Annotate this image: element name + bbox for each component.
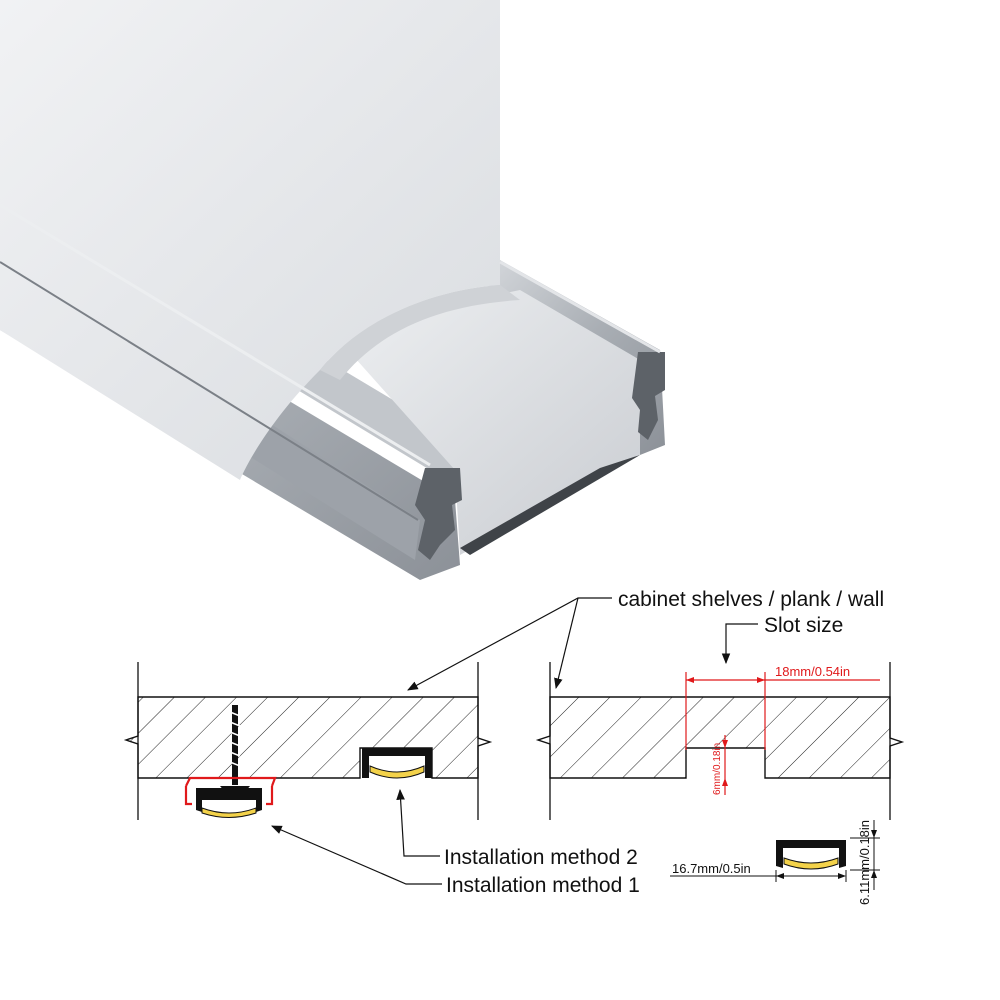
slot-size-label: Slot size: [764, 614, 843, 637]
aluminium-profile-render: [0, 0, 665, 580]
installation-method-1-label: Installation method 1: [446, 874, 640, 897]
profile-cross-section: [670, 820, 880, 890]
slot-dimensions: [685, 672, 880, 795]
profile-method-2: [362, 748, 432, 779]
left-mounting-surface: [123, 662, 493, 820]
profile-height-label: 6.11mm/0.18in: [857, 820, 872, 905]
leader-lines: [271, 597, 758, 885]
profile-method-1: [184, 705, 277, 818]
right-mounting-surface: [535, 662, 905, 820]
slot-width-label: 18mm/0.54in: [775, 664, 850, 679]
installation-method-2-label: Installation method 2: [444, 846, 638, 869]
slot-depth-label: 6mm/0.18in: [712, 743, 723, 795]
cabinet-label: cabinet shelves / plank / wall: [618, 588, 884, 611]
profile-width-label: 16.7mm/0.5in: [672, 861, 751, 876]
